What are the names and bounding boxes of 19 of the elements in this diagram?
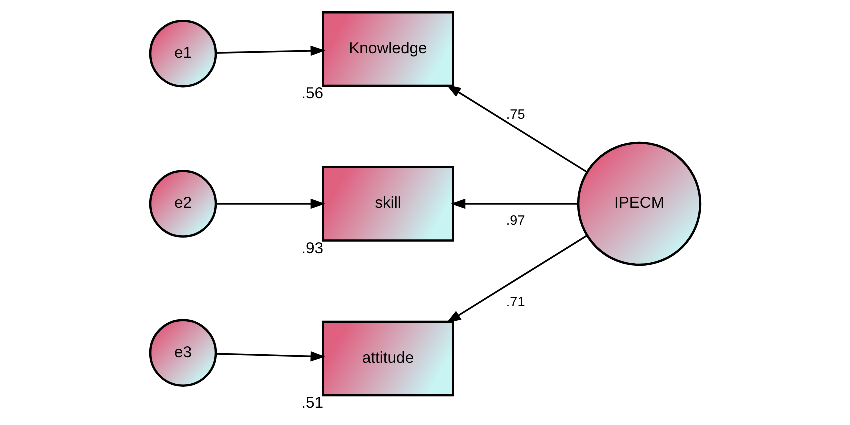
node-box: skill	[322, 166, 454, 242]
arrow	[216, 198, 326, 210]
edge-label: .97	[506, 213, 525, 228]
edge-label: .71	[506, 294, 525, 310]
arrow	[446, 235, 588, 324]
node-circle: e2	[148, 170, 217, 238]
node-circle: e3	[148, 319, 217, 387]
node-box: Knowledge	[322, 11, 454, 88]
node-circle: e1	[148, 20, 217, 88]
arrow	[446, 84, 588, 173]
arrow	[450, 198, 578, 210]
edge-label: .75	[506, 106, 525, 122]
node-label: .56	[301, 86, 324, 103]
node-circle: IPECM	[576, 142, 702, 266]
node-label: .93	[301, 240, 324, 258]
arrow	[216, 46, 326, 56]
node-label: .51	[301, 395, 324, 412]
node-box: attitude	[322, 320, 454, 397]
arrow	[216, 351, 326, 362]
